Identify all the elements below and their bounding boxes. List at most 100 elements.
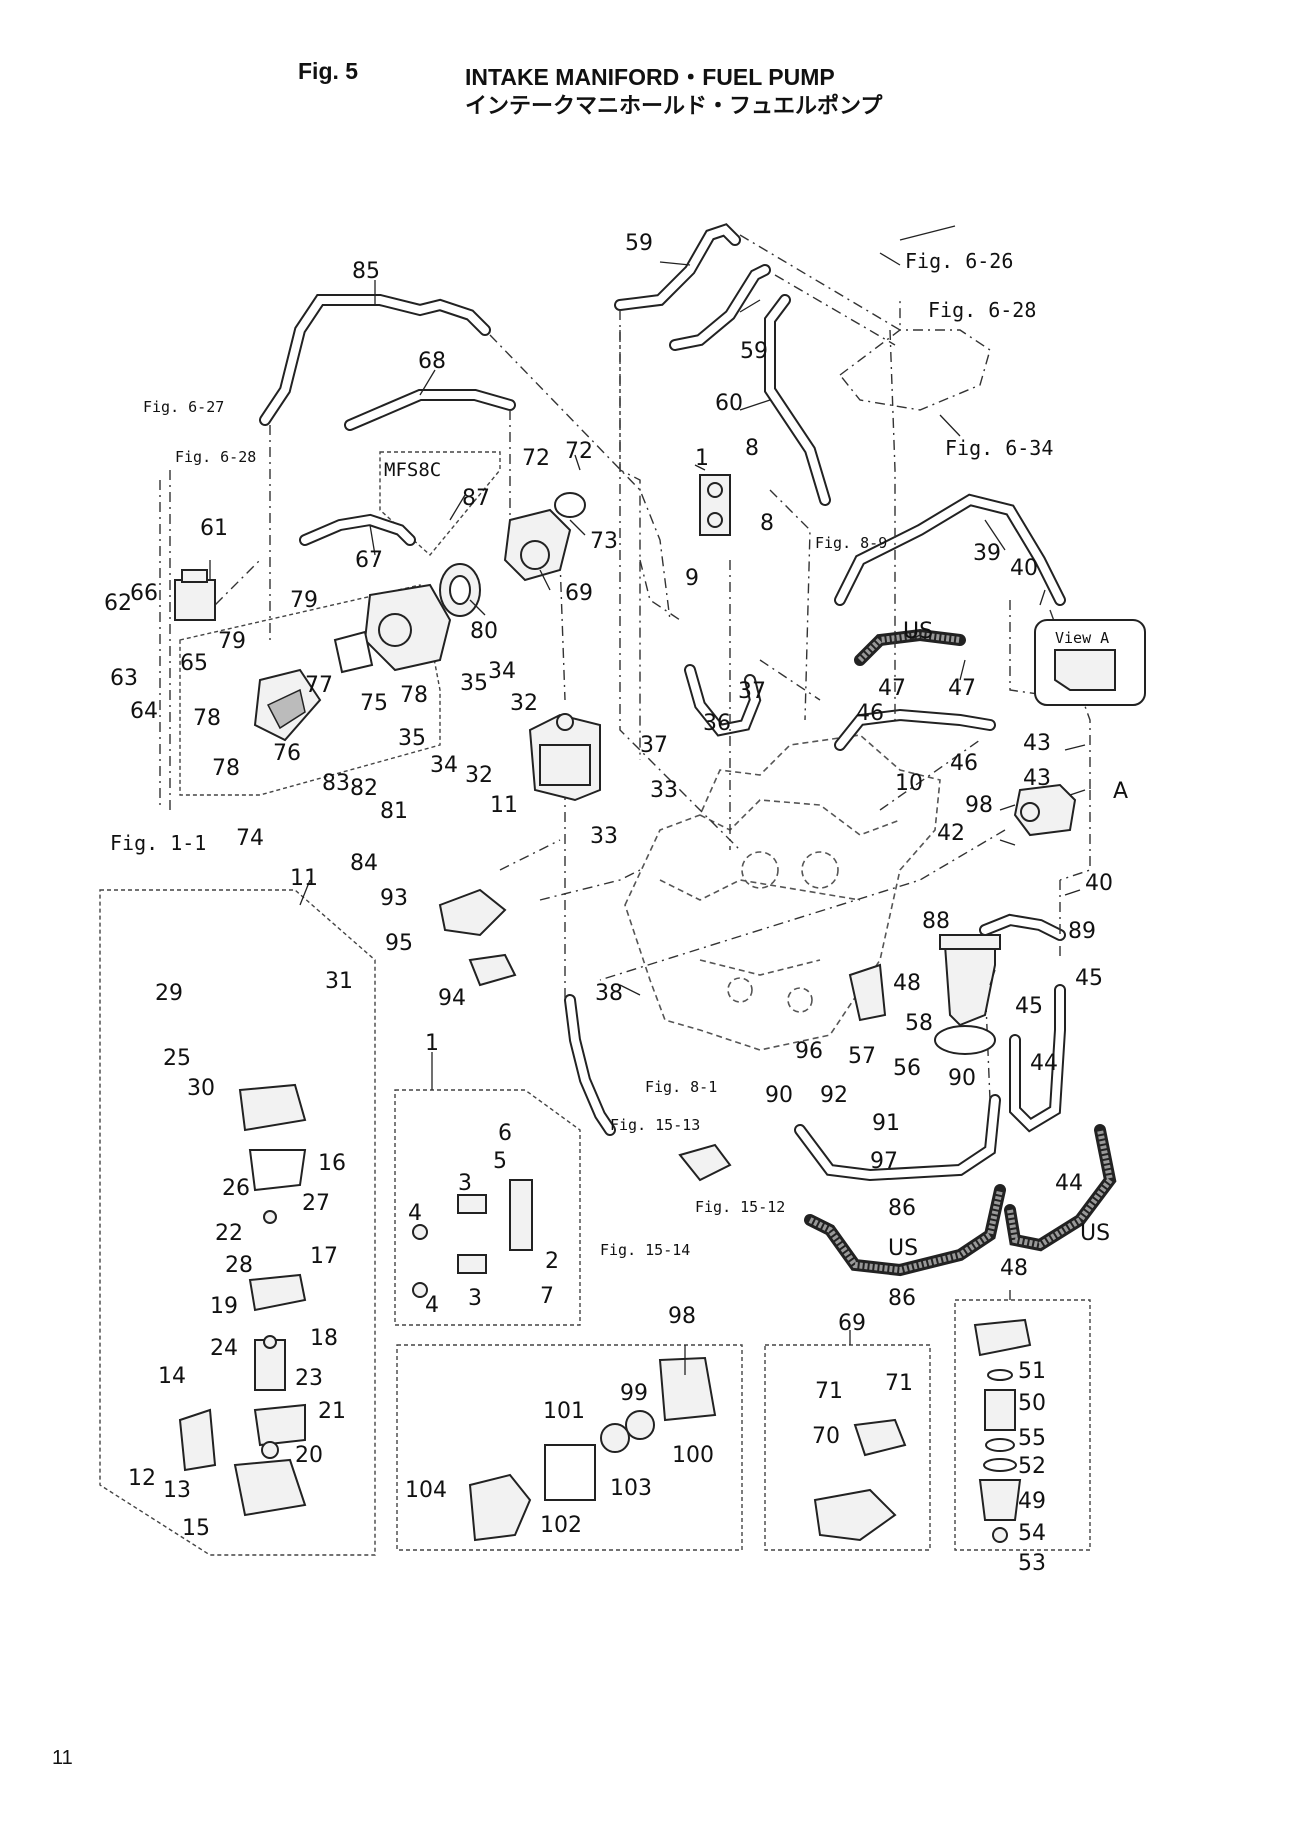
callout-77: 77 — [305, 673, 333, 698]
callout-1a: 1 — [695, 446, 709, 471]
ref-fig-15-12: Fig. 15-12 — [695, 1198, 785, 1216]
callout-1b: 1 — [425, 1031, 439, 1056]
part-1-fuel-joint — [699, 474, 731, 536]
part-pump-15-12 — [678, 1143, 732, 1182]
part-57-bracket — [848, 963, 887, 1022]
callout-69b: 69 — [838, 1311, 866, 1336]
callout-86b: 86 — [888, 1286, 916, 1311]
callout-20: 20 — [295, 1443, 323, 1468]
callout-46a: 46 — [856, 701, 884, 726]
part-48-fuel-filter — [939, 934, 1001, 1027]
ref-fig-1-1: Fig. 1-1 — [110, 831, 206, 855]
detail-box-48 — [954, 1299, 1091, 1551]
part-98-fuel-pump — [1013, 783, 1077, 837]
part-80-seal — [439, 563, 481, 617]
callout-72a: 72 — [522, 446, 550, 471]
callout-21: 21 — [318, 1399, 346, 1424]
detail-1-parts — [412, 1179, 533, 1298]
figure-title-english: INTAKE MANIFORD・FUEL PUMP — [465, 64, 835, 90]
callout-71a: 71 — [815, 1379, 843, 1404]
callout-26: 26 — [222, 1176, 250, 1201]
callout-86a: 86 — [888, 1196, 916, 1221]
part-75-manifold — [363, 583, 452, 672]
callout-74: 74 — [236, 826, 264, 851]
hose-38 — [564, 994, 616, 1136]
ref-fig-6-28-right: Fig. 6-28 — [928, 298, 1036, 322]
hose-44-upper — [1009, 984, 1066, 1133]
part-11-carburetor — [528, 713, 601, 802]
hose-39 — [834, 493, 1066, 606]
callout-51: 51 — [1018, 1359, 1046, 1384]
detail-98-parts — [468, 1356, 717, 1542]
hose-86-lower — [804, 1184, 1006, 1277]
callout-48b: 48 — [1000, 1256, 1028, 1281]
callout-104: 104 — [405, 1478, 447, 1503]
callout-48a: 48 — [893, 971, 921, 996]
callout-10: 10 — [895, 771, 923, 796]
hose-47-lower — [834, 708, 996, 751]
callout-79b: 79 — [290, 588, 318, 613]
callout-43b: 43 — [1023, 766, 1051, 791]
callout-44a: 44 — [1030, 1051, 1058, 1076]
callout-71b: 71 — [885, 1371, 913, 1396]
figure-title-japanese: インテークマニホールド・フュエルポンプ — [465, 93, 883, 118]
ref-fig-6-28-left: Fig. 6-28 — [175, 448, 256, 466]
callout-82: 82 — [350, 776, 378, 801]
callout-58: 58 — [905, 1011, 933, 1036]
callout-37b: 37 — [640, 733, 668, 758]
callout-102: 102 — [540, 1513, 582, 1538]
detail-box-69 — [764, 1344, 931, 1551]
callout-35b: 35 — [398, 726, 426, 751]
callout-30: 30 — [187, 1076, 215, 1101]
callout-61: 61 — [200, 516, 228, 541]
callout-5: 5 — [493, 1149, 507, 1174]
callout-47a: 47 — [878, 676, 906, 701]
callout-38: 38 — [595, 981, 623, 1006]
callout-69a: 69 — [565, 581, 593, 606]
callout-us1: US — [903, 619, 933, 644]
ref-fig-6-27: Fig. 6-27 — [143, 398, 224, 416]
callout-75: 75 — [360, 691, 388, 716]
callout-45a: 45 — [1075, 966, 1103, 991]
callout-22: 22 — [215, 1221, 243, 1246]
callout-32b: 32 — [465, 763, 493, 788]
callout-23: 23 — [295, 1366, 323, 1391]
callout-53: 53 — [1018, 1551, 1046, 1576]
hose-67 — [299, 513, 416, 546]
ref-fig-6-26: Fig. 6-26 — [905, 249, 1013, 273]
hose-44-lower — [1004, 1124, 1117, 1252]
callout-94: 94 — [438, 986, 466, 1011]
callout-47b: 47 — [948, 676, 976, 701]
callout-24: 24 — [210, 1336, 238, 1361]
callout-45b: 45 — [1015, 994, 1043, 1019]
callout-67: 67 — [355, 548, 383, 573]
callout-101: 101 — [543, 1399, 585, 1424]
callout-57: 57 — [848, 1044, 876, 1069]
callout-8b: 8 — [760, 511, 774, 536]
leader-lines — [209, 225, 1086, 1375]
hose-36 — [684, 664, 762, 737]
callout-8a: 8 — [745, 436, 759, 461]
ref-fig-6-34: Fig. 6-34 — [945, 436, 1053, 460]
callout-49: 49 — [1018, 1489, 1046, 1514]
view-a-inset: View A — [1034, 619, 1146, 706]
callout-us2: US — [888, 1236, 918, 1261]
callout-56: 56 — [893, 1056, 921, 1081]
callout-70: 70 — [812, 1424, 840, 1449]
callout-84: 84 — [350, 851, 378, 876]
callout-96: 96 — [795, 1039, 823, 1064]
callout-55: 55 — [1018, 1426, 1046, 1451]
callout-60: 60 — [715, 391, 743, 416]
callout-a: A — [1113, 779, 1128, 804]
callout-us3: US — [1080, 1221, 1110, 1246]
variant-label-mfs8c: MFS8C — [384, 459, 441, 481]
hose-89 — [979, 913, 1066, 941]
callout-19: 19 — [210, 1294, 238, 1319]
callout-63: 63 — [110, 666, 138, 691]
page-number: 11 — [52, 1747, 73, 1769]
detail-box-11 — [99, 889, 376, 1556]
callout-62: 62 — [104, 591, 132, 616]
part-56-clamp — [934, 1025, 996, 1055]
callout-44b: 44 — [1055, 1171, 1083, 1196]
hose-86-upper — [794, 1094, 1001, 1182]
